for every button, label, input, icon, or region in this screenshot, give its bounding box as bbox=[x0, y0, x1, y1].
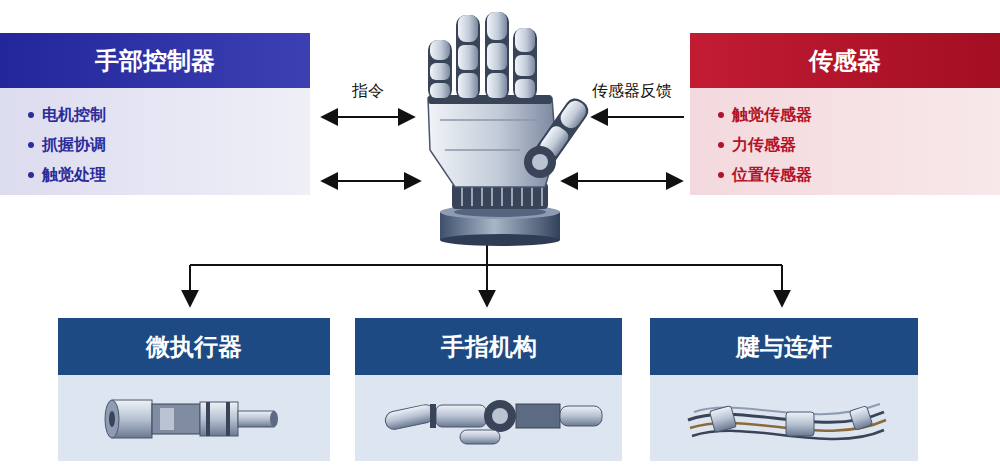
tree-arrow bbox=[781, 265, 783, 306]
controller-panel: 手部控制器电机控制抓握协调触觉处理 bbox=[0, 33, 310, 195]
command-arrow bbox=[322, 180, 420, 182]
header-band: 腱与连杆 bbox=[650, 318, 918, 375]
component-box: 腱与连杆 bbox=[650, 318, 918, 461]
header-band: 微执行器 bbox=[58, 318, 330, 375]
finger bbox=[456, 15, 480, 100]
bullet-dot bbox=[718, 112, 724, 118]
bullet-text: 位置传感器 bbox=[732, 165, 812, 186]
command-arrow bbox=[322, 116, 414, 118]
component-box: 微执行器 bbox=[58, 318, 330, 461]
finger bbox=[428, 40, 452, 100]
arrow-label: 传感器反馈 bbox=[589, 81, 675, 102]
finger bbox=[485, 12, 509, 100]
bullet-item: 触觉传感器 bbox=[718, 100, 1000, 130]
bullet-item: 抓握协调 bbox=[28, 130, 310, 160]
arrow-label: 指令 bbox=[349, 81, 387, 102]
bullet-item: 力传感器 bbox=[718, 130, 1000, 160]
box-body: 触觉传感器力传感器位置传感器 bbox=[690, 88, 1000, 190]
bullet-text: 力传感器 bbox=[732, 135, 796, 156]
component-box: 手指机构 bbox=[355, 318, 622, 461]
wrist-ridges bbox=[462, 187, 542, 206]
hand-palm bbox=[428, 98, 556, 187]
box-body bbox=[58, 375, 330, 461]
bullet-dot bbox=[28, 112, 34, 118]
bullet-text: 触觉处理 bbox=[42, 165, 106, 186]
box-title: 手指机构 bbox=[441, 331, 537, 363]
box-title: 传感器 bbox=[809, 45, 881, 77]
palm-plate-lines bbox=[440, 120, 540, 150]
bullet-dot bbox=[28, 172, 34, 178]
bullet-item: 电机控制 bbox=[28, 100, 310, 130]
header-band: 手指机构 bbox=[355, 318, 622, 375]
thumb-joint bbox=[532, 154, 548, 170]
tendons-and-linkages bbox=[688, 404, 886, 439]
bullet-dot bbox=[28, 142, 34, 148]
bullet-dot bbox=[718, 172, 724, 178]
bullet-item: 位置传感器 bbox=[718, 160, 1000, 190]
box-body: 电机控制抓握协调触觉处理 bbox=[0, 88, 310, 190]
hand-base bbox=[440, 234, 560, 246]
thumb-joint bbox=[524, 146, 556, 178]
tree-arrow bbox=[486, 265, 488, 306]
finger-mechanism bbox=[384, 400, 602, 444]
sensor-panel: 传感器触觉传感器力传感器位置传感器 bbox=[690, 33, 1000, 195]
bullet-text: 电机控制 bbox=[42, 105, 106, 126]
tree-arrow bbox=[189, 265, 191, 306]
finger bbox=[513, 28, 537, 100]
header-band: 传感器 bbox=[690, 33, 1000, 88]
bullet-text: 抓握协调 bbox=[42, 135, 106, 156]
robot-hand bbox=[428, 12, 592, 246]
bullet-dot bbox=[718, 142, 724, 148]
tree-stem bbox=[486, 244, 488, 265]
bullet-item: 触觉处理 bbox=[28, 160, 310, 190]
bullet-text: 触觉传感器 bbox=[732, 105, 812, 126]
box-body bbox=[355, 375, 622, 461]
box-title: 手部控制器 bbox=[95, 45, 215, 77]
micro-actuator bbox=[105, 400, 278, 438]
header-band: 手部控制器 bbox=[0, 33, 310, 88]
box-body bbox=[650, 375, 918, 461]
box-title: 腱与连杆 bbox=[736, 331, 832, 363]
feedback-arrow bbox=[562, 180, 682, 182]
box-title: 微执行器 bbox=[146, 331, 242, 363]
feedback-arrow bbox=[592, 116, 684, 118]
